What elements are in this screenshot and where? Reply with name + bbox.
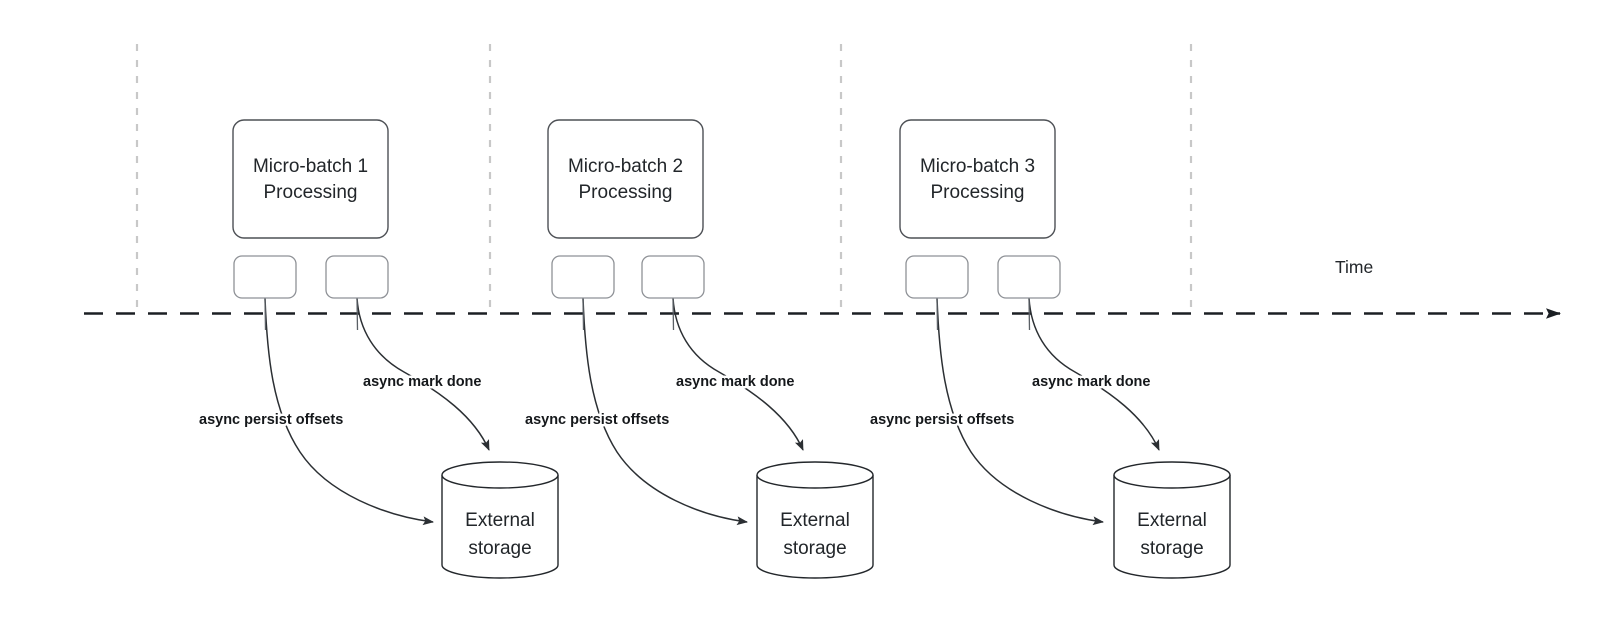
storage-label-line2: storage [468,538,531,559]
mark-done-curve-1 [356,297,490,451]
microbatch-node-title-line2: Processing [931,182,1025,203]
persist-offsets-label-2: async persist offsets [525,412,669,428]
mark-done-curve-2 [672,297,804,451]
mark-done-label-1: async mark done [363,374,481,390]
batch-group-2: Micro-batch 2 Processing External storag… [523,119,874,579]
mark-done-stem-2 [672,297,675,331]
storage-cylinder-top-2 [756,461,874,489]
microbatch-node-rect-3[interactable] [899,119,1056,239]
storage-label-line1: External [1137,510,1207,531]
microbatch-node-rect-2[interactable] [547,119,704,239]
mark-done-stem-1 [356,297,359,331]
microbatch-node-title-line2: Processing [579,182,673,203]
external-storage-1[interactable]: External storage [441,461,559,579]
persist-offsets-label-halo: async persist offsets [525,412,669,428]
mark-done-label-group-1: async mark done async mark done [361,372,484,393]
microbatch-node-rect-1[interactable] [232,119,389,239]
mark-done-stem-3 [1028,297,1031,331]
mark-done-label-halo: async mark done [1032,374,1150,390]
microbatch-node-title-line1: Micro-batch 3 [920,156,1035,177]
mark-done-curve-3 [1028,297,1160,451]
persist-task-box-3[interactable] [905,255,969,299]
persist-task-box-1[interactable] [233,255,297,299]
persist-offsets-label-halo: async persist offsets [870,412,1014,428]
mark-done-task-box-3[interactable] [997,255,1061,299]
storage-label-line1: External [780,510,850,531]
microbatch-node-1[interactable]: Micro-batch 1 Processing [232,119,389,239]
microbatch-node-title-line1: Micro-batch 1 [253,156,368,177]
persist-offsets-label-group-2: async persist offsets async persist offs… [523,410,672,431]
persist-offsets-curve-2 [582,297,748,526]
microbatch-node-title-line1: Micro-batch 2 [568,156,683,177]
storage-cylinder-top-3 [1113,461,1231,489]
microbatch-node-title-line2: Processing [264,182,358,203]
persist-stem-2 [582,297,585,331]
mark-done-label-halo: async mark done [363,374,481,390]
mark-done-label-group-3: async mark done async mark done [1030,372,1153,393]
storage-cylinder-body-1 [441,475,559,579]
batch-group-3: Micro-batch 3 Processing External storag… [868,119,1231,579]
mark-done-label-2: async mark done [676,374,794,390]
external-storage-2[interactable]: External storage [756,461,874,579]
persist-offsets-label-1: async persist offsets [199,412,343,428]
mark-done-task-box-1[interactable] [325,255,389,299]
batch-dividers [135,44,1193,316]
storage-cylinder-top-1 [441,461,559,489]
persist-stem-1 [264,297,267,331]
storage-label-line2: storage [1140,538,1203,559]
persist-offsets-curve-3 [936,297,1104,526]
storage-label-line2: storage [783,538,846,559]
microbatch-node-2[interactable]: Micro-batch 2 Processing [547,119,704,239]
microbatch-node-3[interactable]: Micro-batch 3 Processing [899,119,1056,239]
mark-done-label-group-2: async mark done async mark done [674,372,797,393]
mark-done-label-halo: async mark done [676,374,794,390]
mark-done-task-box-2[interactable] [641,255,705,299]
persist-stem-3 [936,297,939,331]
persist-offsets-label-halo: async persist offsets [199,412,343,428]
storage-cylinder-body-3 [1113,475,1231,579]
batch-group-1: Micro-batch 1 Processing External storag… [197,119,559,579]
persist-task-box-2[interactable] [551,255,615,299]
persist-offsets-label-3: async persist offsets [870,412,1014,428]
time-axis: Time [84,257,1561,319]
time-axis-label: Time [1335,257,1373,277]
persist-offsets-label-group-3: async persist offsets async persist offs… [868,410,1017,431]
mark-done-label-3: async mark done [1032,374,1150,390]
storage-cylinder-body-2 [756,475,874,579]
persist-offsets-curve-1 [264,297,434,526]
persist-offsets-label-group-1: async persist offsets async persist offs… [197,410,346,431]
external-storage-3[interactable]: External storage [1113,461,1231,579]
storage-label-line1: External [465,510,535,531]
